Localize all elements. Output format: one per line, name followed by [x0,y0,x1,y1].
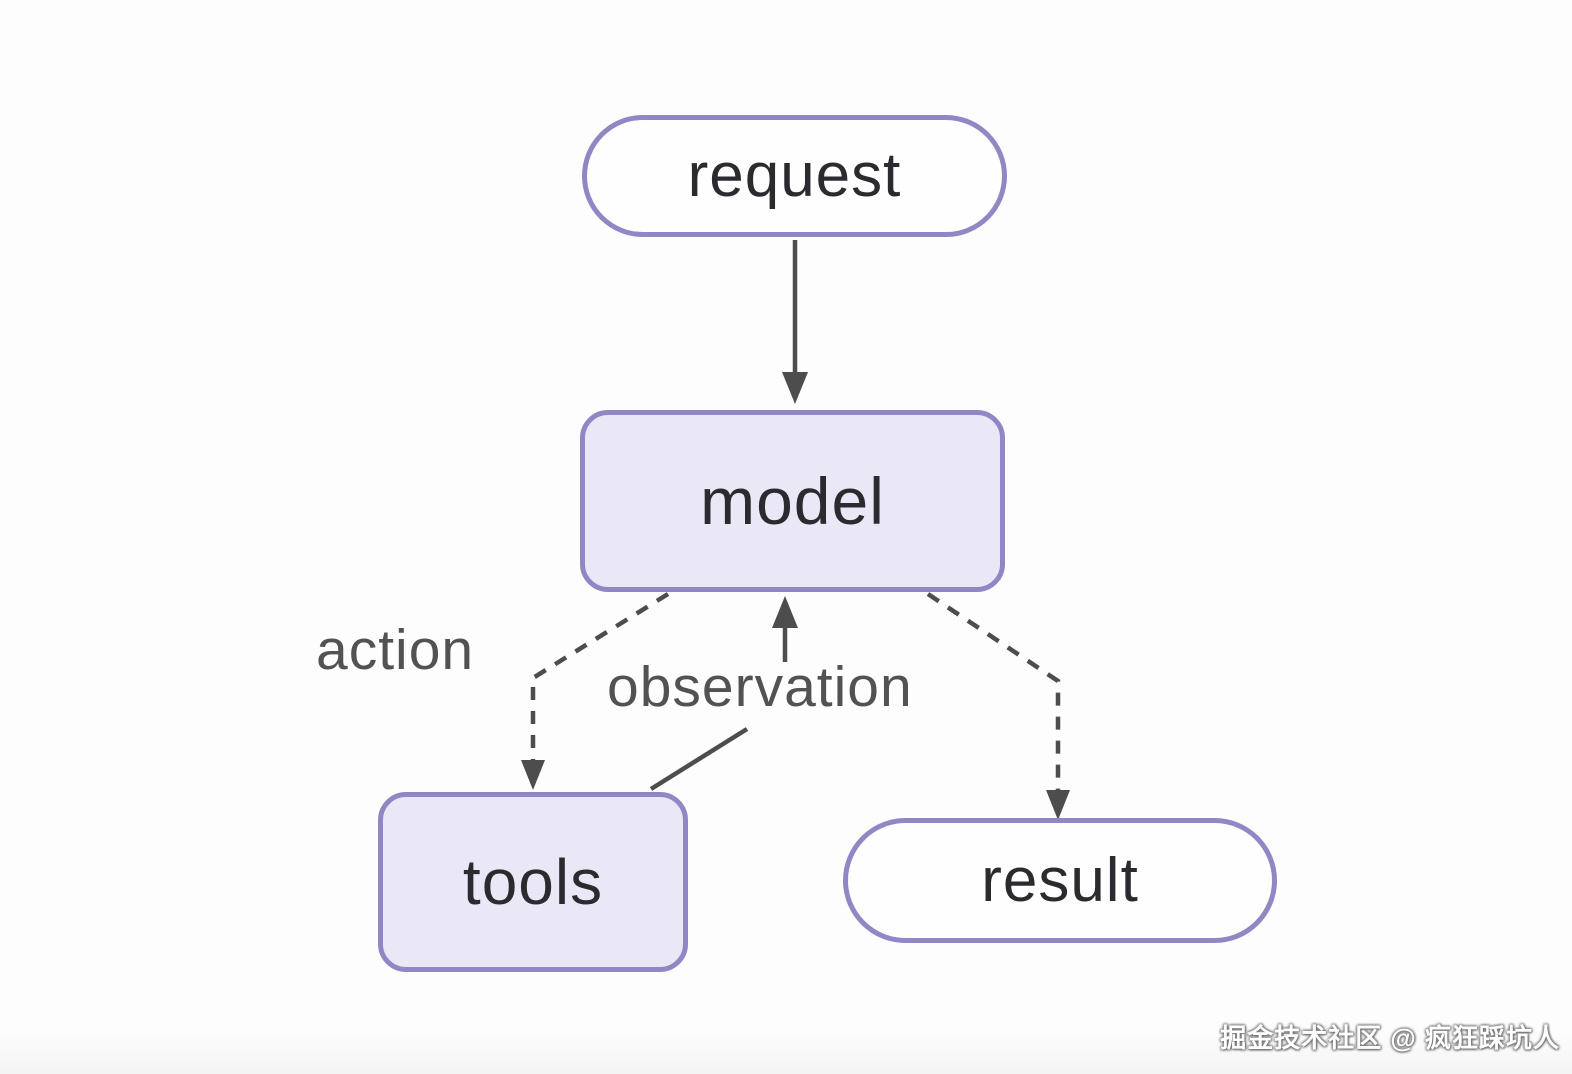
edge-label-action: action [316,618,475,682]
node-tools-label: tools [462,846,604,918]
node-request-label: request [687,141,902,210]
edge-request-to-model [782,240,808,404]
edge-model-to-result [926,592,1070,820]
watermark: 掘金技术社区 @ 疯狂踩坑人 [1220,1023,1560,1053]
edge-label-observation: observation [607,655,913,719]
node-model-label: model [700,464,885,538]
node-result: result [843,818,1277,943]
node-result-label: result [981,845,1139,915]
node-tools: tools [378,792,688,972]
node-model: model [580,410,1005,592]
node-request: request [582,115,1007,237]
bottom-strip [0,1028,1572,1074]
